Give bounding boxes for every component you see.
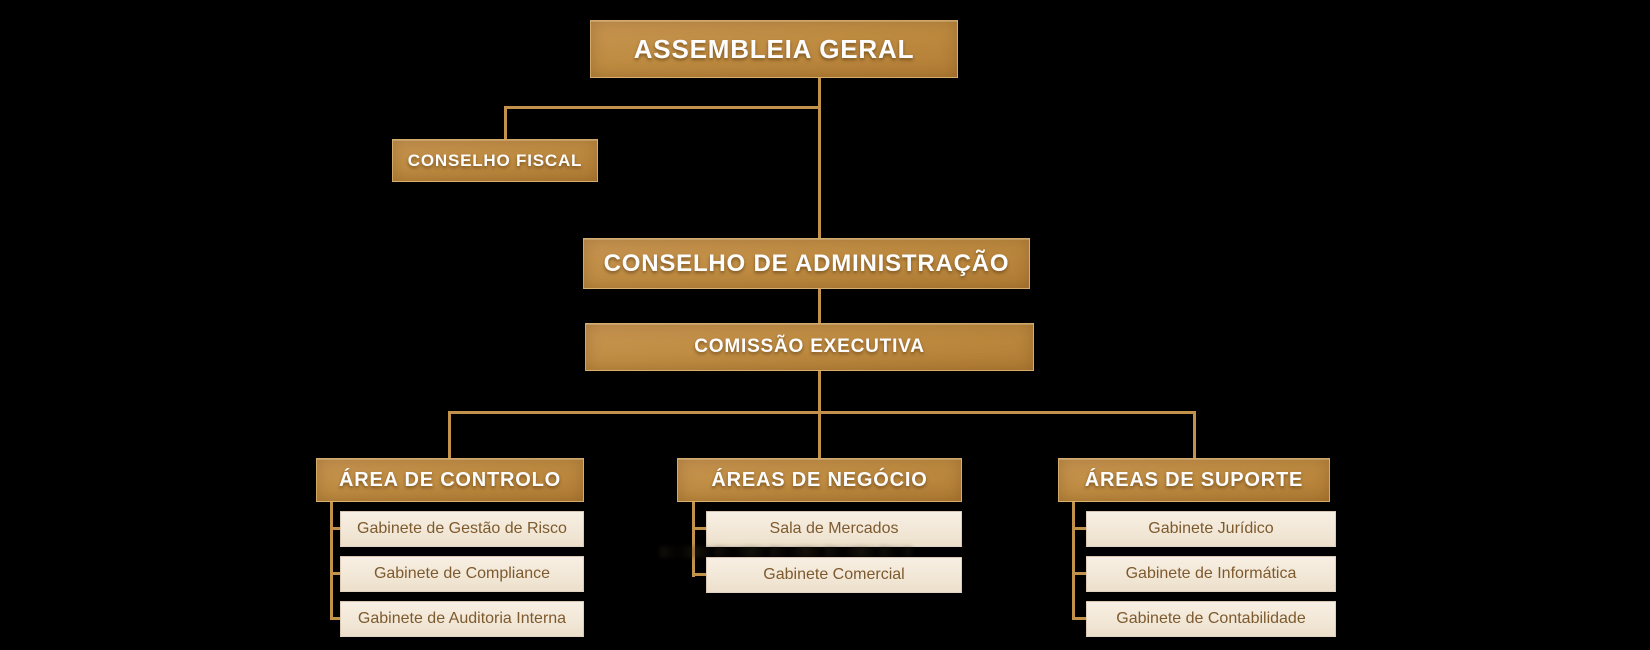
connector-drop-suporte (1193, 411, 1196, 458)
connector-negocio-stub-2 (692, 573, 708, 576)
connector-admin-to-executiva (818, 289, 821, 323)
connector-drop-controlo (448, 411, 451, 458)
org-node-gabinete-auditoria-interna: Gabinete de Auditoria Interna (340, 601, 584, 637)
org-node-gabinete-juridico: Gabinete Jurídico (1086, 511, 1336, 547)
connector-controlo-stub-1 (330, 527, 342, 530)
connector-fiscal-horizontal (504, 106, 820, 109)
connector-suporte-spine (1072, 502, 1075, 620)
org-node-gabinete-contabilidade: Gabinete de Contabilidade (1086, 601, 1336, 637)
connector-root-to-admin (818, 78, 821, 238)
connector-suporte-stub-1 (1072, 527, 1088, 530)
connector-suporte-stub-2 (1072, 572, 1088, 575)
org-node-sala-de-mercados: Sala de Mercados (706, 511, 962, 547)
org-node-gabinete-compliance: Gabinete de Compliance (340, 556, 584, 592)
org-node-gabinete-gestao-de-risco: Gabinete de Gestão de Risco (340, 511, 584, 547)
blurred-artifact (660, 546, 912, 558)
connector-fiscal-drop (504, 106, 507, 139)
connector-controlo-stub-3 (330, 617, 342, 620)
org-node-comissao-executiva: COMISSÃO EXECUTIVA (585, 323, 1034, 371)
org-node-areas-de-negocio: ÁREAS DE NEGÓCIO (677, 458, 962, 502)
connector-branch-rail (448, 411, 1196, 414)
org-node-area-de-controlo: ÁREA DE CONTROLO (316, 458, 584, 502)
connector-drop-negocio (818, 411, 821, 458)
org-node-conselho-administracao: CONSELHO DE ADMINISTRAÇÃO (583, 238, 1030, 289)
connector-controlo-stub-2 (330, 572, 342, 575)
org-node-assembleia-geral: ASSEMBLEIA GERAL (590, 20, 958, 78)
org-node-conselho-fiscal: CONSELHO FISCAL (392, 139, 598, 182)
connector-suporte-stub-3 (1072, 617, 1088, 620)
connector-negocio-stub-1 (692, 527, 708, 530)
org-node-areas-de-suporte: ÁREAS DE SUPORTE (1058, 458, 1330, 502)
org-node-gabinete-comercial: Gabinete Comercial (706, 557, 962, 593)
org-node-gabinete-informatica: Gabinete de Informática (1086, 556, 1336, 592)
connector-executiva-to-rail (818, 371, 821, 412)
connector-negocio-spine (692, 502, 695, 577)
connector-controlo-spine (330, 502, 333, 620)
